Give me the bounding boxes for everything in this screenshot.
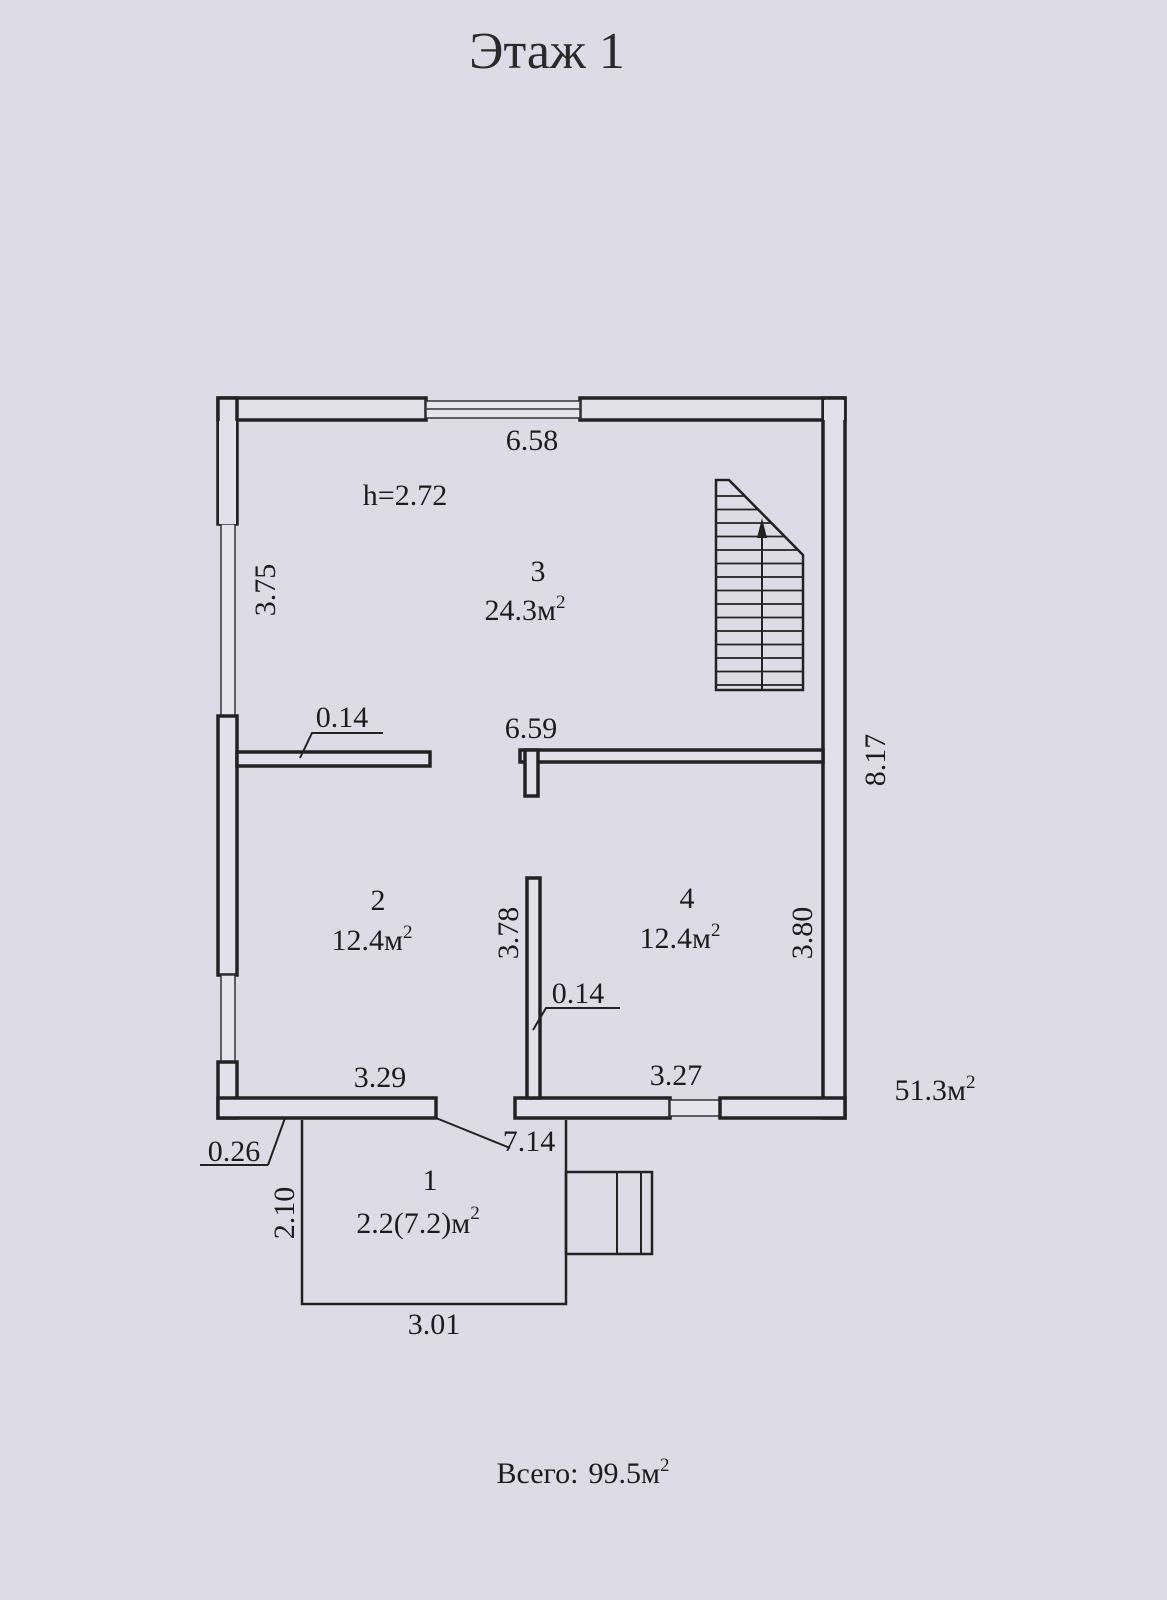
room-2-number: 2 bbox=[371, 884, 386, 917]
dim-room4-height: 3.80 bbox=[786, 907, 819, 960]
staircase bbox=[714, 478, 805, 692]
dim-top: 6.58 bbox=[506, 424, 559, 457]
dim-bottom-left: 3.29 bbox=[354, 1061, 407, 1094]
porch-steps bbox=[564, 1170, 654, 1256]
window-left-lower bbox=[220, 974, 236, 1063]
plan-title: Этаж 1 bbox=[469, 23, 625, 80]
window-bottom bbox=[669, 1099, 721, 1117]
dim-porch-depth: 2.10 bbox=[268, 1187, 301, 1240]
interior-walls bbox=[235, 748, 825, 1100]
dim-left-upper: 3.75 bbox=[249, 564, 282, 617]
dim-room2-height: 3.78 bbox=[492, 907, 525, 960]
room-1-number: 1 bbox=[423, 1164, 438, 1197]
room-4-number: 4 bbox=[680, 882, 695, 915]
room-3-number: 3 bbox=[531, 555, 546, 588]
floor-area: 51.3м2 bbox=[895, 1072, 976, 1107]
dim-outer-length: 7.14 bbox=[503, 1125, 556, 1158]
room-3-area: 24.3м2 bbox=[485, 592, 566, 627]
dim-middle: 6.59 bbox=[505, 712, 558, 745]
room-1-area: 2.2(7.2)м2 bbox=[356, 1203, 479, 1240]
dim-porch-width: 3.01 bbox=[408, 1308, 461, 1341]
porch bbox=[300, 1120, 654, 1306]
room-4-area: 12.4м2 bbox=[640, 920, 721, 955]
dim-partition-1: 0.14 bbox=[316, 701, 369, 734]
dim-outer-wall: 0.26 bbox=[208, 1135, 261, 1168]
ceiling-height: h=2.72 bbox=[363, 479, 447, 512]
window-left-upper bbox=[220, 523, 236, 717]
outer-walls bbox=[216, 396, 847, 1120]
total-area: Всего:99.5м2 bbox=[497, 1455, 670, 1490]
dim-bottom-right: 3.27 bbox=[650, 1059, 703, 1092]
dim-right: 8.17 bbox=[859, 734, 892, 787]
room-2-area: 12.4м2 bbox=[332, 922, 413, 957]
arrow-up-icon bbox=[757, 518, 767, 538]
dim-partition-2: 0.14 bbox=[552, 977, 605, 1010]
